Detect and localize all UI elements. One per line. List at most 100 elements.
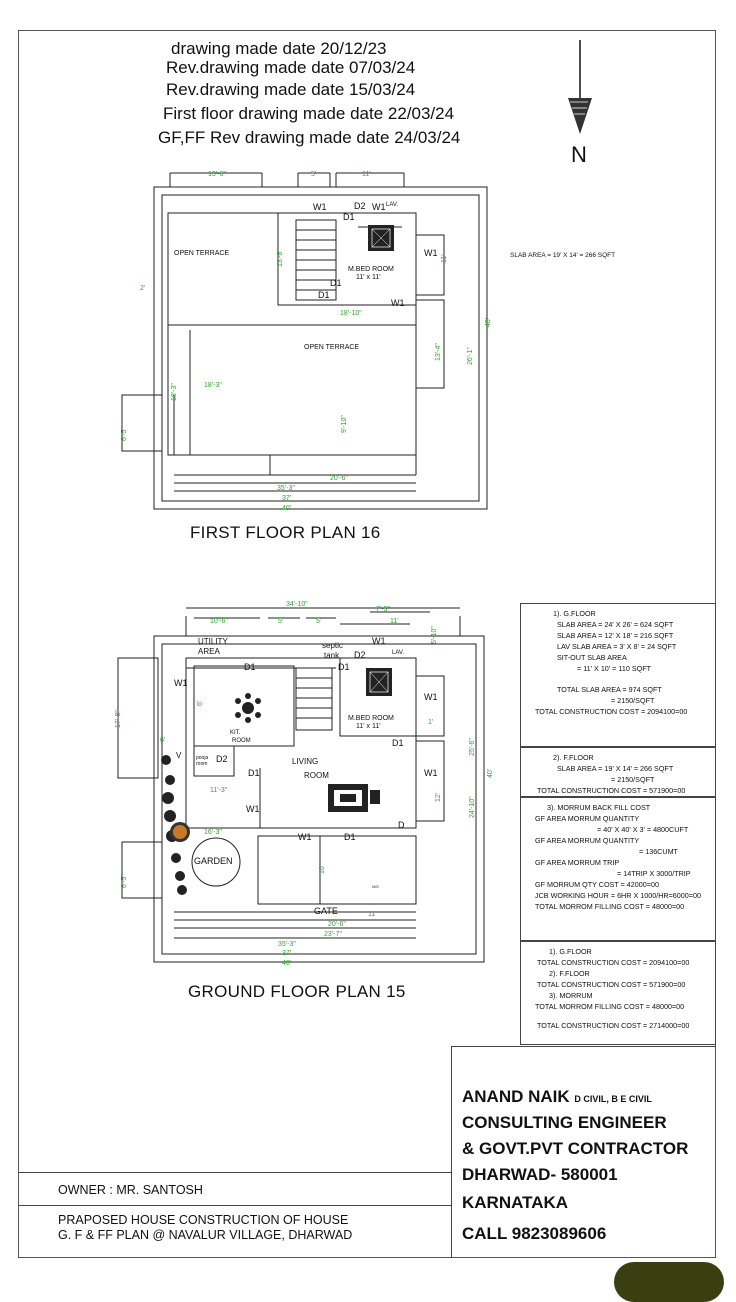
garden-circle: [191, 837, 241, 887]
gf-kit-room-label: ROOM: [232, 738, 251, 744]
gf-dim-label: 12': [435, 793, 442, 802]
gf-dim-label: 40': [282, 960, 291, 967]
gf-door-label: D1: [392, 738, 404, 748]
engineer-line: DHARWAD- 580001: [462, 1165, 618, 1184]
date-line: First floor drawing made date 22/03/24: [163, 104, 455, 123]
project-line: PRAPOSED HOUSE CONSTRUCTION OF HOUSE: [58, 1213, 349, 1227]
engineer-qualification: D CIVIL, B E CIVIL: [574, 1094, 652, 1104]
gf-dim-label: 23'-7": [324, 931, 342, 938]
gf-septic-label: septic: [322, 641, 343, 650]
calc-line: GF AREA MORRUM QUANTITY: [535, 836, 640, 845]
project-line: G. F & FF PLAN @ NAVALUR VILLAGE, DHARWA…: [58, 1228, 353, 1242]
ff-dim-label: 26'-1": [467, 347, 474, 365]
gf-door-label: D1: [338, 662, 350, 672]
date-line: drawing made date 20/12/23: [171, 39, 387, 58]
gf-utility-label: UTILITY: [198, 637, 228, 646]
gf-lav-label: LAV.: [392, 650, 404, 656]
bed-icon: [366, 668, 392, 696]
engineer-line: & GOVT.PVT CONTRACTOR: [462, 1139, 689, 1158]
engineer-line: KARNATAKA: [462, 1193, 569, 1212]
ff-dim-label: 9'-10": [341, 415, 348, 433]
calc-line: 2). F.FLOOR: [553, 753, 594, 762]
gf-dim-label: 10'-6": [210, 618, 228, 625]
gf-dim-label: 16'-3": [204, 829, 222, 836]
gf-dim-label: 35'-3": [278, 941, 296, 948]
calc-line: [527, 674, 709, 684]
gf-door-label: D1: [244, 662, 256, 672]
date-line: Rev.drawing made date 07/03/24: [166, 58, 416, 77]
calc-line: 3). MORRUM BACK FILL COST: [547, 803, 651, 812]
calc-line: TOTAL SLAB AREA = 974 SQFT: [557, 685, 662, 694]
ff-window-label: W1: [424, 248, 438, 258]
gf-ns-label: N/S: [372, 884, 379, 889]
ff-window-label: W1: [391, 298, 405, 308]
date-line: GF,FF Rev drawing made date 24/03/24: [158, 128, 461, 147]
ff-open-terrace-label: OPEN TERRACE: [174, 250, 229, 257]
gf-dim-label: 40': [487, 769, 494, 778]
first-floor-plan: OPEN TERRACE OPEN TERRACE M.BED ROOM 11'…: [121, 171, 492, 512]
gf-pooja-label: pooja: [196, 755, 208, 761]
ff-dim-label: 2': [140, 285, 145, 292]
gf-dim-label: 20'-6": [328, 921, 346, 928]
gf-utility-area-label: AREA: [198, 647, 220, 656]
calc-line: TOTAL MORROM FILLING COST = 48000=00: [535, 902, 685, 911]
calc-line: 1). G.FLOOR: [553, 609, 596, 618]
ff-door-label: D1: [318, 290, 330, 300]
gf-dim-label: 11': [390, 618, 399, 625]
ff-dim-label: 13'-6": [277, 249, 284, 267]
ff-lav-label: LAV.: [386, 202, 398, 208]
gf-door-label: D1: [248, 768, 260, 778]
first-floor-title: FIRST FLOOR PLAN 16: [190, 523, 381, 542]
calc-line: = 40' X 40' X 3' = 4800CUFT: [597, 825, 689, 834]
ff-dim-label: 18'-3": [204, 382, 222, 389]
gf-window-label: W1: [372, 636, 386, 646]
calc-line: = 2150/SQFT: [611, 696, 655, 705]
gf-dim-label: 6': [160, 737, 165, 744]
gf-living-label: LIVING: [292, 757, 318, 766]
gf-door-label: D2: [216, 754, 228, 764]
gf-dim-label: 5': [316, 618, 321, 625]
gf-pooja-room-label: room: [196, 761, 207, 767]
dining-table-icon: [235, 693, 261, 723]
calc-line: TOTAL CONSTRUCTION COST = 2094100=00: [535, 707, 688, 716]
calc-line: TOTAL MORROM FILLING COST = 48000=00: [535, 1002, 685, 1011]
ff-dim-label: 37': [282, 495, 291, 502]
ff-dim-label: 13'-6": [208, 171, 226, 178]
gf-kit-label: KIT.: [230, 730, 241, 736]
gf-dim-label: 7'-3": [376, 606, 390, 613]
ff-mbed-size: 11' x 11': [356, 274, 381, 281]
engineer-name: ANAND NAIK: [462, 1087, 570, 1106]
ff-open-terrace-label: OPEN TERRACE: [304, 344, 359, 351]
gf-mbed-size: 11' x 11': [356, 723, 381, 730]
calc-box-first-floor: 2). F.FLOOR SLAB AREA = 19' X 14' = 266 …: [520, 747, 716, 797]
gf-living-room-label: ROOM: [304, 771, 329, 780]
calc-line: [527, 1012, 709, 1020]
ff-slab-note: SLAB AREA = 19' X 14' = 266 SQFT: [510, 252, 616, 259]
date-line: Rev.drawing made date 15/03/24: [166, 80, 416, 99]
calc-line: SLAB AREA = 19' X 14' = 266 SQFT: [557, 764, 674, 773]
calc-line: = 136CUMT: [639, 847, 678, 856]
floating-button[interactable]: [614, 1262, 724, 1302]
ff-dim-label: 18'-10": [340, 310, 362, 317]
calc-line: TOTAL CONSTRUCTION COST = 571900=00: [537, 786, 686, 795]
calc-line: = 2150/SQFT: [611, 775, 655, 784]
garden-plants-icon: [161, 755, 190, 895]
calc-line: SLAB AREA = 24' X 26' = 624 SQFT: [557, 620, 674, 629]
calc-box-morrum: 3). MORRUM BACK FILL COST GF AREA MORRUM…: [520, 797, 716, 941]
gf-door-label: D2: [354, 650, 366, 660]
gf-dim-label: 1': [428, 719, 433, 726]
calc-line: LAV SLAB AREA = 3' X 8' = 24 SQFT: [557, 642, 677, 651]
calc-line: TOTAL CONSTRUCTION COST = 571900=00: [537, 980, 686, 989]
gf-dim-label: 6': [197, 701, 204, 706]
calc-line: GF AREA MORRUM TRIP: [535, 858, 620, 867]
ff-window-label: W1: [313, 202, 327, 212]
north-arrow-icon: [568, 40, 592, 134]
gf-dim-label: 25'-6": [469, 738, 476, 756]
gf-dim-label: 37': [282, 950, 291, 957]
calc-line: = 11' X 10' = 110 SQFT: [577, 664, 651, 673]
north-label: N: [571, 142, 587, 167]
gf-dim-label: 17'-8": [115, 710, 122, 728]
ff-dim-label: 20'-6": [330, 475, 348, 482]
gf-window-label: W1: [424, 692, 438, 702]
gf-dim-label: 11': [368, 911, 377, 918]
